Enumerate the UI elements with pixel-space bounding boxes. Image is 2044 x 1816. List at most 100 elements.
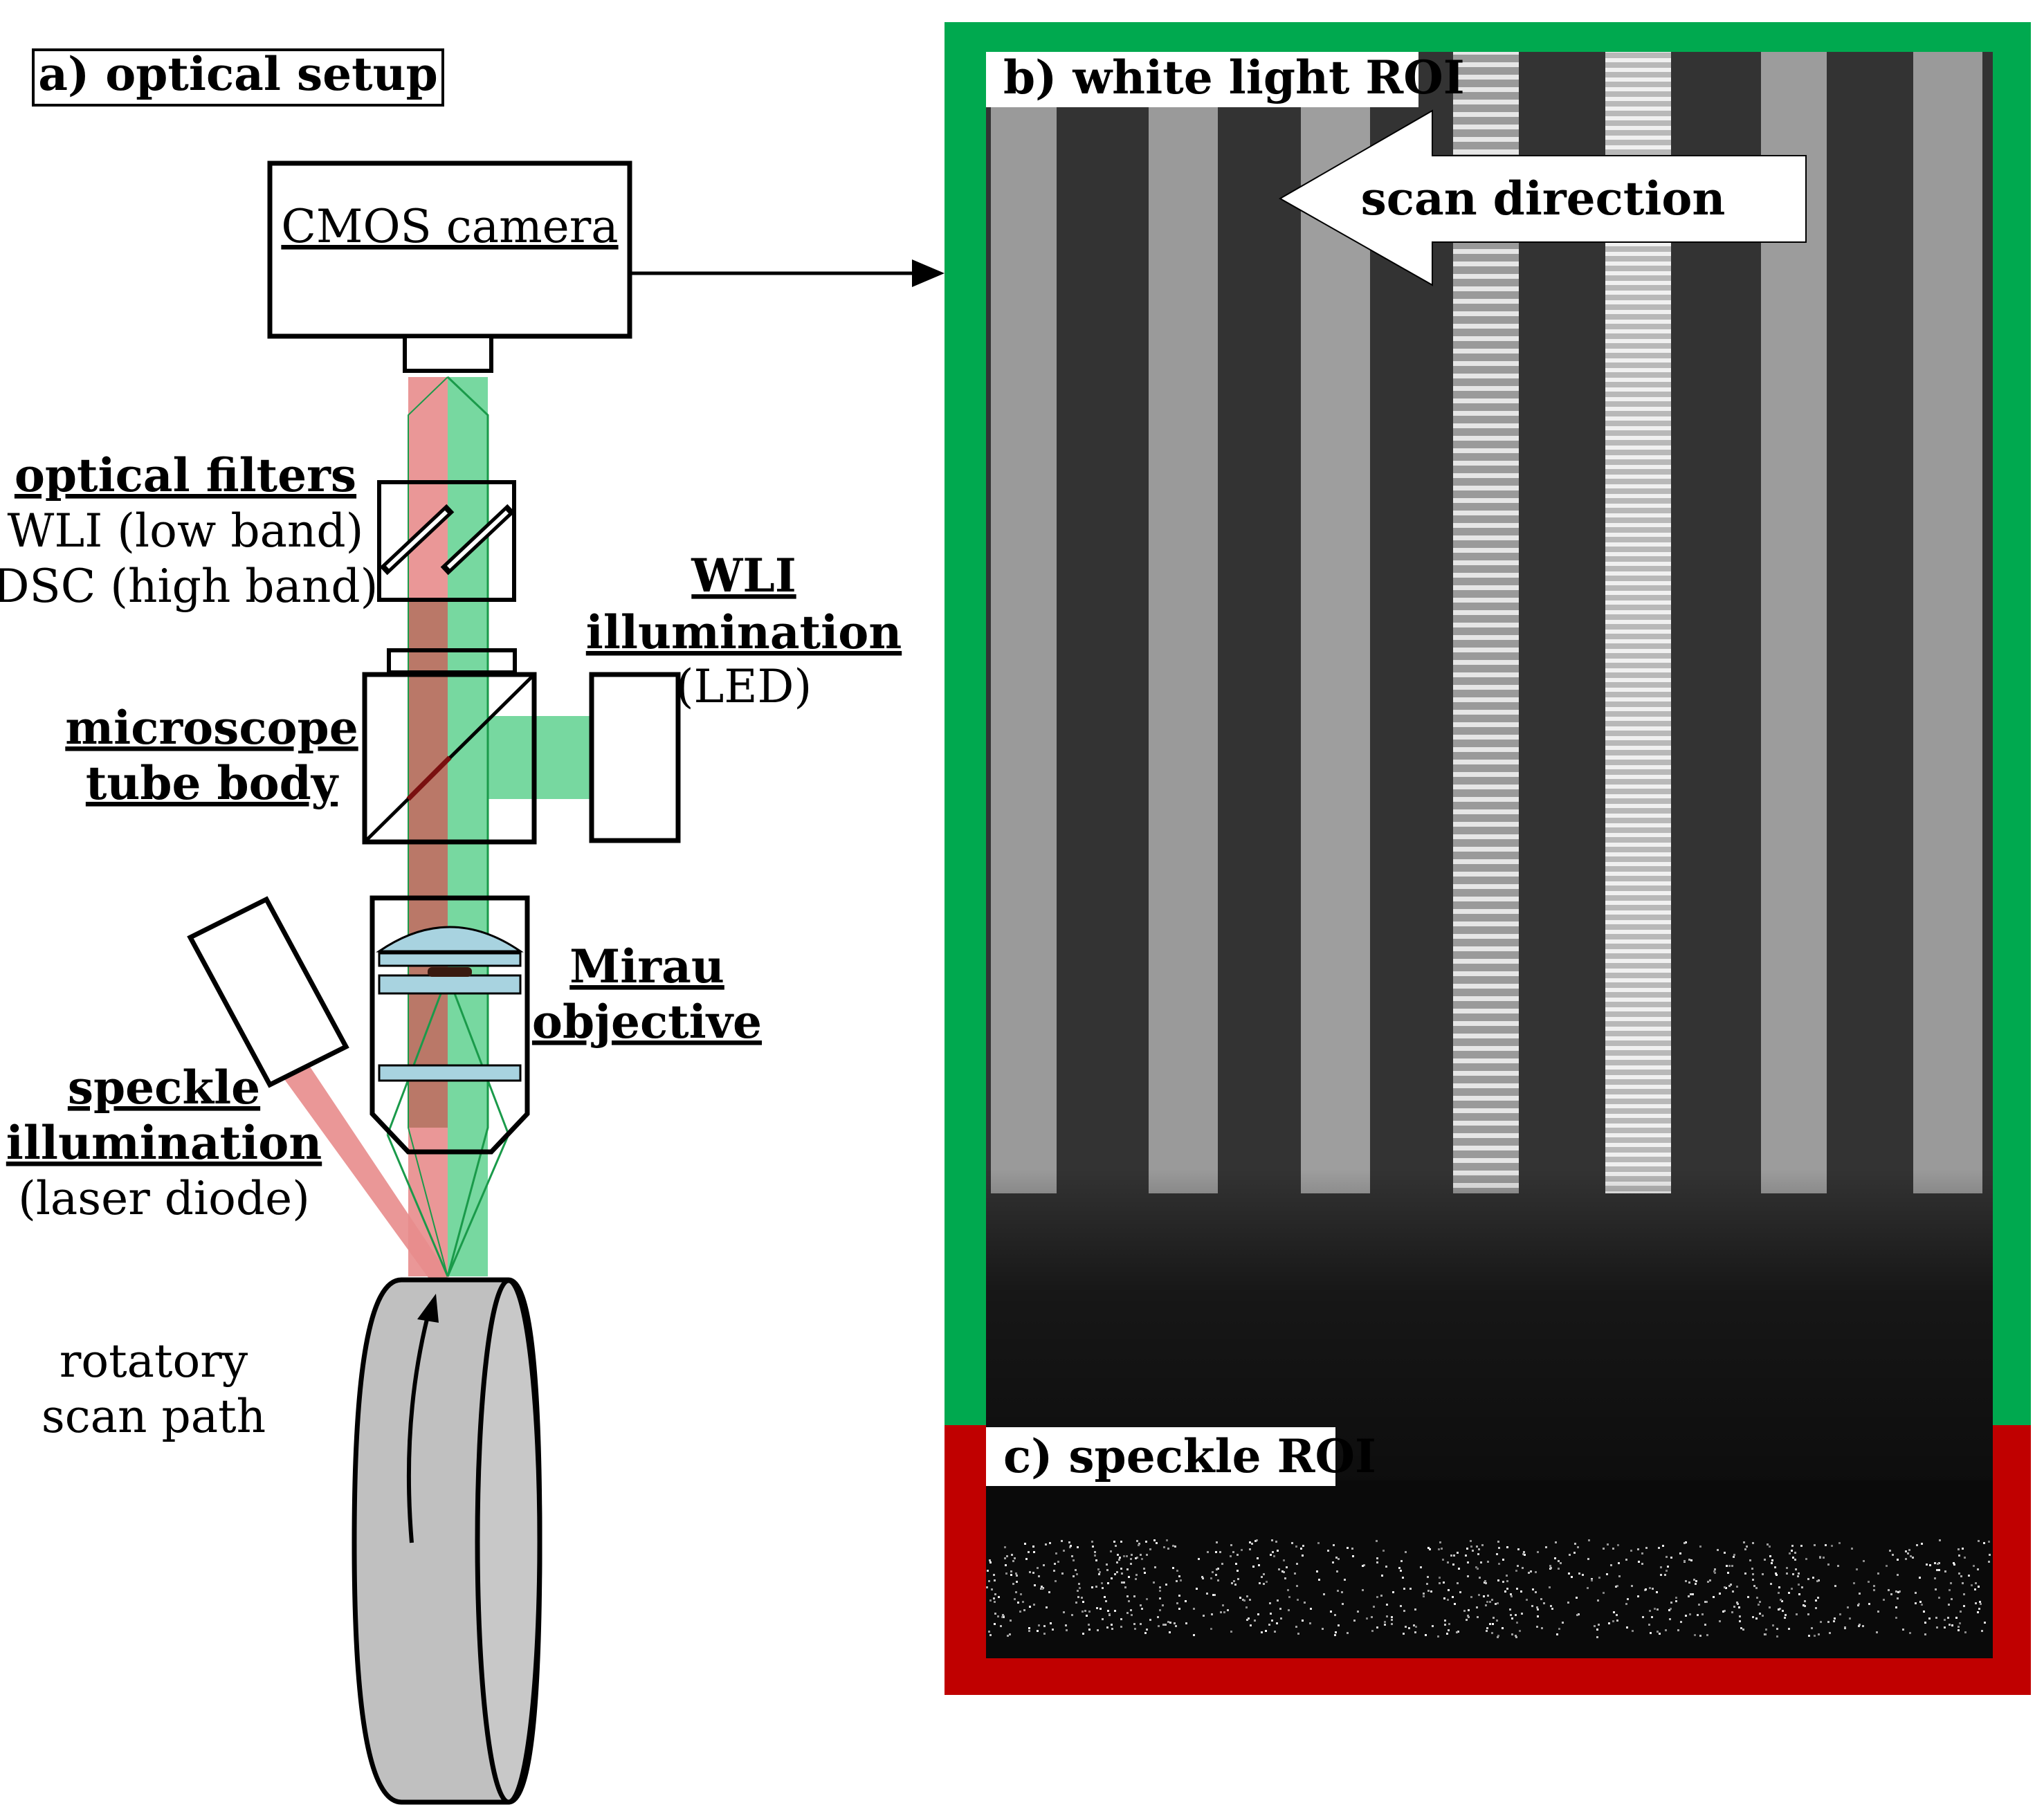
- speckle-dot: [1616, 1614, 1618, 1616]
- speckle-dot: [1668, 1609, 1670, 1611]
- speckle-dot: [1567, 1602, 1569, 1604]
- speckle-dot: [1877, 1611, 1879, 1613]
- speckle-dot: [1637, 1548, 1639, 1550]
- speckle-dot: [1386, 1615, 1388, 1617]
- speckle-dot: [1159, 1609, 1161, 1611]
- speckle-dot: [1037, 1567, 1039, 1569]
- speckle-dot: [1963, 1593, 1965, 1595]
- speckle-dot: [1237, 1554, 1239, 1556]
- speckle-dot: [1391, 1619, 1393, 1621]
- speckle-dot: [1698, 1604, 1700, 1606]
- speckle-dot: [1081, 1597, 1083, 1599]
- speckle-dot: [1363, 1564, 1365, 1566]
- speckle-dot: [1796, 1613, 1798, 1615]
- speckle-dot: [1414, 1631, 1416, 1633]
- speckle-dot: [1342, 1603, 1344, 1605]
- speckle-dot: [1487, 1595, 1489, 1597]
- speckle-dot: [1714, 1568, 1716, 1570]
- speckle-dot: [1827, 1621, 1829, 1623]
- speckle-dot: [1141, 1608, 1143, 1610]
- panel-a-optical-setup: a) optical setup CMOS: [0, 47, 945, 1805]
- speckle-dot: [1625, 1559, 1627, 1561]
- speckle-dot: [1798, 1593, 1800, 1595]
- speckle-dot: [1519, 1630, 1521, 1632]
- speckle-dot: [1591, 1578, 1593, 1580]
- speckle-dot: [1889, 1550, 1891, 1552]
- speckle-dot: [1690, 1559, 1692, 1561]
- speckle-dot: [1004, 1557, 1006, 1559]
- speckle-dot: [1167, 1621, 1169, 1623]
- speckle-dot: [1327, 1550, 1329, 1552]
- speckle-dot: [1975, 1582, 1977, 1584]
- speckle-dot: [1732, 1590, 1734, 1593]
- speckle-dot: [1497, 1635, 1499, 1637]
- speckle-dot: [1046, 1606, 1048, 1608]
- speckle-dot: [1491, 1599, 1493, 1601]
- speckle-dot: [1041, 1586, 1043, 1588]
- speckle-dot: [1158, 1625, 1160, 1627]
- speckle-dot: [987, 1570, 989, 1572]
- speckle-dot: [1868, 1581, 1870, 1583]
- speckle-dot: [1782, 1610, 1784, 1612]
- speckle-dot: [1746, 1546, 1748, 1548]
- speckle-dot: [1033, 1551, 1035, 1553]
- speckle-dot: [1827, 1563, 1829, 1566]
- speckle-dot: [1743, 1541, 1745, 1543]
- speckle-dot: [1958, 1548, 1960, 1550]
- speckle-dot: [1856, 1568, 1858, 1570]
- speckle-dot: [1077, 1596, 1079, 1598]
- speckle-dot: [1817, 1597, 1819, 1599]
- speckle-dot: [1071, 1614, 1073, 1616]
- speckle-dot: [994, 1593, 996, 1595]
- panel-b-camera-image: b) white light ROI c) speckle ROI scan d…: [945, 22, 2031, 1695]
- speckle-dot: [1515, 1636, 1517, 1638]
- speckle-dot: [1660, 1574, 1662, 1576]
- speckle-dot: [1657, 1608, 1659, 1611]
- speckle-dot: [1381, 1575, 1383, 1577]
- speckle-dot: [1714, 1572, 1716, 1574]
- speckle-dot: [1383, 1550, 1385, 1552]
- speckle-dot: [1758, 1604, 1760, 1606]
- speckle-dot: [1165, 1584, 1167, 1586]
- speckle-dot: [1248, 1617, 1250, 1620]
- speckle-dot: [1578, 1613, 1580, 1615]
- speckle-dot: [1174, 1546, 1176, 1548]
- speckle-dot: [1106, 1569, 1108, 1571]
- speckle-dot: [1176, 1580, 1178, 1582]
- speckle-dot: [1120, 1541, 1122, 1543]
- speckle-dot: [993, 1597, 995, 1599]
- speckle-dot: [1526, 1599, 1528, 1601]
- speckle-dot: [1658, 1547, 1660, 1549]
- speckle-dot: [1271, 1620, 1273, 1622]
- speckle-dot: [1178, 1608, 1180, 1610]
- speckle-dot: [1899, 1590, 1901, 1593]
- speckle-dot: [1277, 1599, 1279, 1602]
- speckle-dot: [1270, 1554, 1272, 1556]
- speckle-dot: [1905, 1550, 1907, 1552]
- speckle-dot: [1124, 1586, 1126, 1588]
- speckle-dot: [1937, 1563, 1939, 1565]
- speckle-dot: [1888, 1589, 1890, 1591]
- speckle-dot: [1648, 1624, 1650, 1626]
- speckle-dot: [1772, 1624, 1774, 1626]
- speckle-dot: [1237, 1578, 1239, 1580]
- rotatory-cylinder: rotatory scan path: [42, 1277, 542, 1805]
- speckle-dot: [986, 1586, 988, 1588]
- speckle-dot: [1537, 1551, 1539, 1553]
- speckle-dot: [1211, 1613, 1213, 1615]
- speckle-dot: [1756, 1597, 1758, 1599]
- speckle-dot: [1250, 1624, 1252, 1626]
- speckle-dot: [1683, 1560, 1686, 1562]
- speckle-dot: [1953, 1562, 1955, 1564]
- speckle-dot: [1427, 1590, 1430, 1592]
- speckle-dot: [1506, 1580, 1508, 1582]
- speckle-dot: [1452, 1596, 1454, 1598]
- speckle-dot: [1007, 1635, 1009, 1637]
- speckle-dot: [1082, 1601, 1084, 1603]
- speckle-dot: [1597, 1599, 1599, 1602]
- speckle-dot: [1483, 1595, 1485, 1597]
- speckle-dot: [1978, 1608, 1980, 1610]
- speckle-dot: [1040, 1588, 1042, 1590]
- speckle-dot: [1106, 1626, 1108, 1629]
- speckle-dot: [1778, 1586, 1780, 1588]
